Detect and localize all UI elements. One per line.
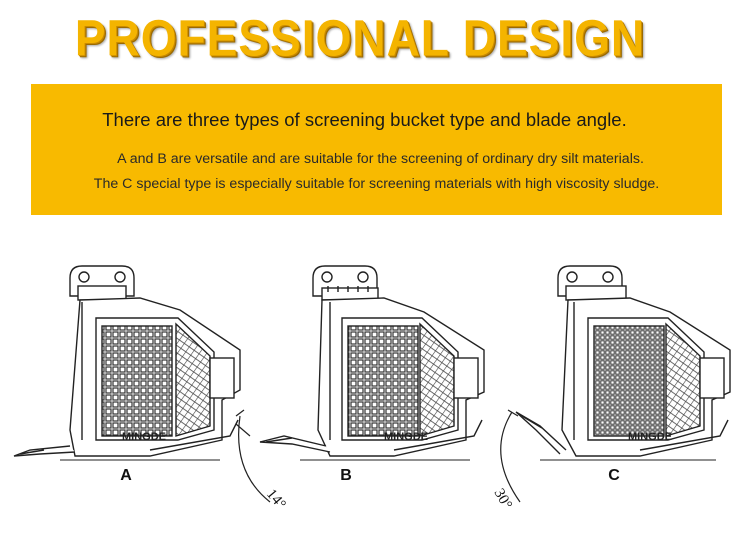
bucket-c-brand: MINGDE [628,431,672,443]
bucket-c [515,265,731,461]
angle-arc-a [238,415,271,503]
bucket-a [13,265,241,461]
bucket-diagram: MINGDE A MINGDE B 14° MING [13,265,731,513]
page-title: PROFESSIONAL DESIGN [74,9,646,67]
bucket-b [259,265,485,461]
info-line-2: The C special type is especially suitabl… [93,176,660,192]
bucket-a-label: A [120,467,132,484]
info-line-1: A and B are versatile and are suitable f… [117,151,644,167]
info-panel: There are three types of screening bucke… [31,84,722,215]
info-heading: There are three types of screening bucke… [102,109,627,130]
bucket-b-brand: MINGDE [384,431,428,443]
angle-label-b: 14° [263,486,289,512]
angle-arc-c [500,411,521,503]
bucket-a-brand: MINGDE [122,431,166,443]
bucket-c-label: C [608,467,620,484]
angle-label-c: 30° [491,486,515,512]
bucket-b-label: B [340,467,352,484]
